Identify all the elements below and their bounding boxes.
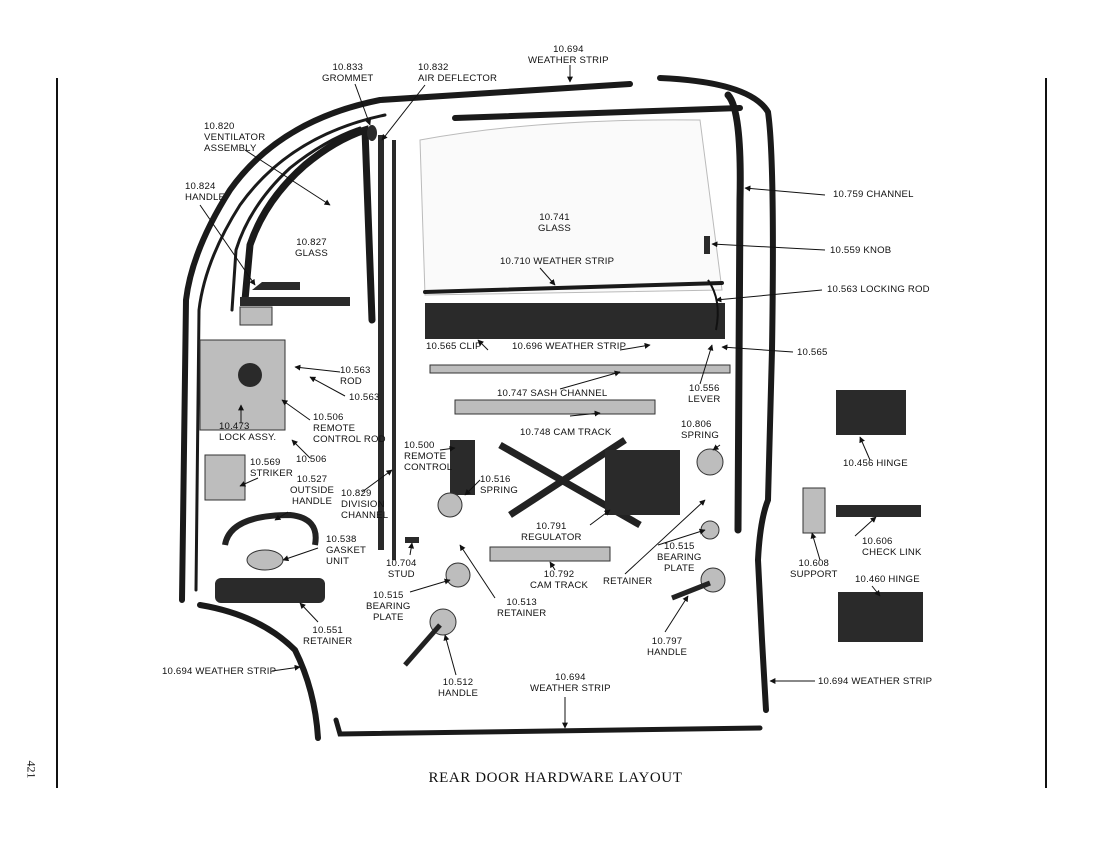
top-weather-strip	[452, 105, 743, 121]
label-10-460: 10.460 HINGE	[855, 574, 920, 585]
handle-crank-arm-right	[671, 580, 711, 601]
label-10-704: 10.704 STUD	[386, 558, 417, 580]
label-10-513: 10.513 RETAINER	[497, 597, 547, 619]
ventilator-handle-shape	[252, 282, 300, 290]
label-10-515-left: 10.515 BEARING PLATE	[366, 590, 411, 623]
label-10-759: 10.759 CHANNEL	[833, 189, 914, 200]
label-10-565-clip: 10.565 CLIP	[426, 341, 482, 352]
label-10-563-rod: 10.563 ROD	[340, 365, 371, 387]
spring-right-shape	[696, 448, 724, 476]
label-10-741: 10.741 GLASS	[538, 212, 571, 234]
sash-weather-strip	[425, 303, 725, 339]
ventilator-hinge-block	[239, 306, 273, 326]
locking-rod-shape	[707, 279, 719, 331]
right-margin-rule	[1045, 78, 1047, 788]
label-10-694-right: 10.694 WEATHER STRIP	[818, 676, 933, 687]
label-10-833: 10.833 GROMMET	[322, 62, 374, 84]
label-10-456: 10.456 HINGE	[843, 458, 908, 469]
label-10-512: 10.512 HANDLE	[438, 677, 479, 699]
grommet-shape	[367, 125, 377, 141]
support-shape	[802, 487, 826, 534]
label-10-694-left: 10.694 WEATHER STRIP	[162, 666, 277, 677]
label-10-569: 10.569 STRIKER	[250, 457, 293, 479]
retainer-plate-shape	[215, 578, 325, 603]
check-link-shape	[836, 505, 921, 517]
label-10-608: 10.608 SUPPORT	[790, 558, 838, 580]
label-10-820: 10.820 VENTILATOR ASSEMBLY	[204, 121, 266, 154]
lock-assembly-detail	[238, 363, 262, 387]
right-weather-strip	[657, 75, 776, 713]
label-10-559: 10.559 KNOB	[830, 245, 892, 256]
lower-left-weather-strip	[197, 602, 321, 741]
label-10-829: 10.829 DIVISION CHANNEL	[341, 488, 389, 521]
gasket-unit-shape	[246, 549, 284, 571]
label-10-500: 10.500 REMOTE CONTROL	[404, 440, 453, 473]
outside-handle-shape	[222, 511, 319, 546]
stud-shape	[405, 537, 419, 543]
label-10-806: 10.806 SPRING	[681, 419, 719, 441]
label-10-473: 10.473 LOCK ASSY.	[219, 421, 277, 443]
lock-assembly-shape	[199, 339, 286, 431]
page-number: 421	[24, 760, 39, 779]
channel-run	[724, 91, 744, 534]
leader-lines	[199, 65, 881, 729]
label-10-606: 10.606 CHECK LINK	[862, 536, 922, 558]
ventilator-frame	[241, 125, 376, 324]
ventilator-bottom-bar	[240, 297, 350, 306]
label-10-694-top: 10.694 WEATHER STRIP	[528, 44, 609, 66]
sash-channel	[429, 364, 731, 374]
glass-weather-strip	[423, 281, 724, 294]
striker-shape	[204, 454, 246, 501]
lower-hinge-shape	[838, 592, 923, 642]
page-title: REAR DOOR HARDWARE LAYOUT	[428, 770, 683, 786]
knob-shape	[704, 236, 710, 254]
label-10-563-locking-rod: 10.563 LOCKING ROD	[827, 284, 930, 295]
bearing-plate-left	[445, 562, 471, 588]
label-10-747: 10.747 SASH CHANNEL	[497, 388, 608, 399]
label-10-506-remote-control-rod: 10.506 REMOTE CONTROL ROD	[313, 412, 386, 445]
door-glass	[419, 119, 723, 296]
left-margin-rule	[56, 78, 58, 788]
regulator-body	[605, 450, 680, 515]
label-10-694-bottom: 10.694 WEATHER STRIP	[530, 672, 611, 694]
door-weather-strip-inner	[194, 113, 387, 592]
cam-track-upper	[454, 399, 656, 415]
handle-crank-hub-right	[700, 567, 726, 593]
label-10-516: 10.516 SPRING	[480, 474, 518, 496]
cam-track-lower	[489, 546, 611, 562]
label-10-827: 10.827 GLASS	[295, 237, 328, 259]
ventilator-glass-edge	[230, 126, 362, 312]
door-weather-strip-outline	[179, 81, 633, 603]
division-channel-bar	[378, 135, 384, 550]
division-channel-bar-2	[392, 140, 396, 560]
label-10-797: 10.797 HANDLE	[647, 636, 688, 658]
label-10-527: 10.527 OUTSIDE HANDLE	[290, 474, 335, 507]
label-10-832: 10.832 AIR DEFLECTOR	[418, 62, 498, 84]
spring-left-shape	[437, 492, 463, 518]
label-10-551: 10.551 RETAINER	[303, 625, 353, 647]
label-10-563: 10.563	[349, 392, 380, 403]
bottom-weather-strip	[333, 717, 763, 737]
label-10-792: 10.792 CAM TRACK	[530, 569, 589, 591]
label-10-515-right: 10.515 BEARING PLATE	[657, 541, 702, 574]
label-10-696: 10.696 WEATHER STRIP	[512, 341, 627, 352]
label-10-506: 10.506	[296, 454, 327, 465]
label-10-556: 10.556 LEVER	[688, 383, 721, 405]
upper-hinge-shape	[836, 390, 906, 435]
label-10-565-right: 10.565	[797, 347, 828, 358]
label-10-791: 10.791 REGULATOR	[521, 521, 582, 543]
label-10-748: 10.748 CAM TRACK	[520, 427, 612, 438]
label-10-710: 10.710 WEATHER STRIP	[500, 256, 615, 267]
label-10-538: 10.538 GASKET UNIT	[326, 534, 367, 567]
label-retainer: RETAINER	[603, 576, 653, 587]
handle-crank-arm	[403, 623, 442, 667]
label-10-824: 10.824 HANDLE	[185, 181, 226, 203]
